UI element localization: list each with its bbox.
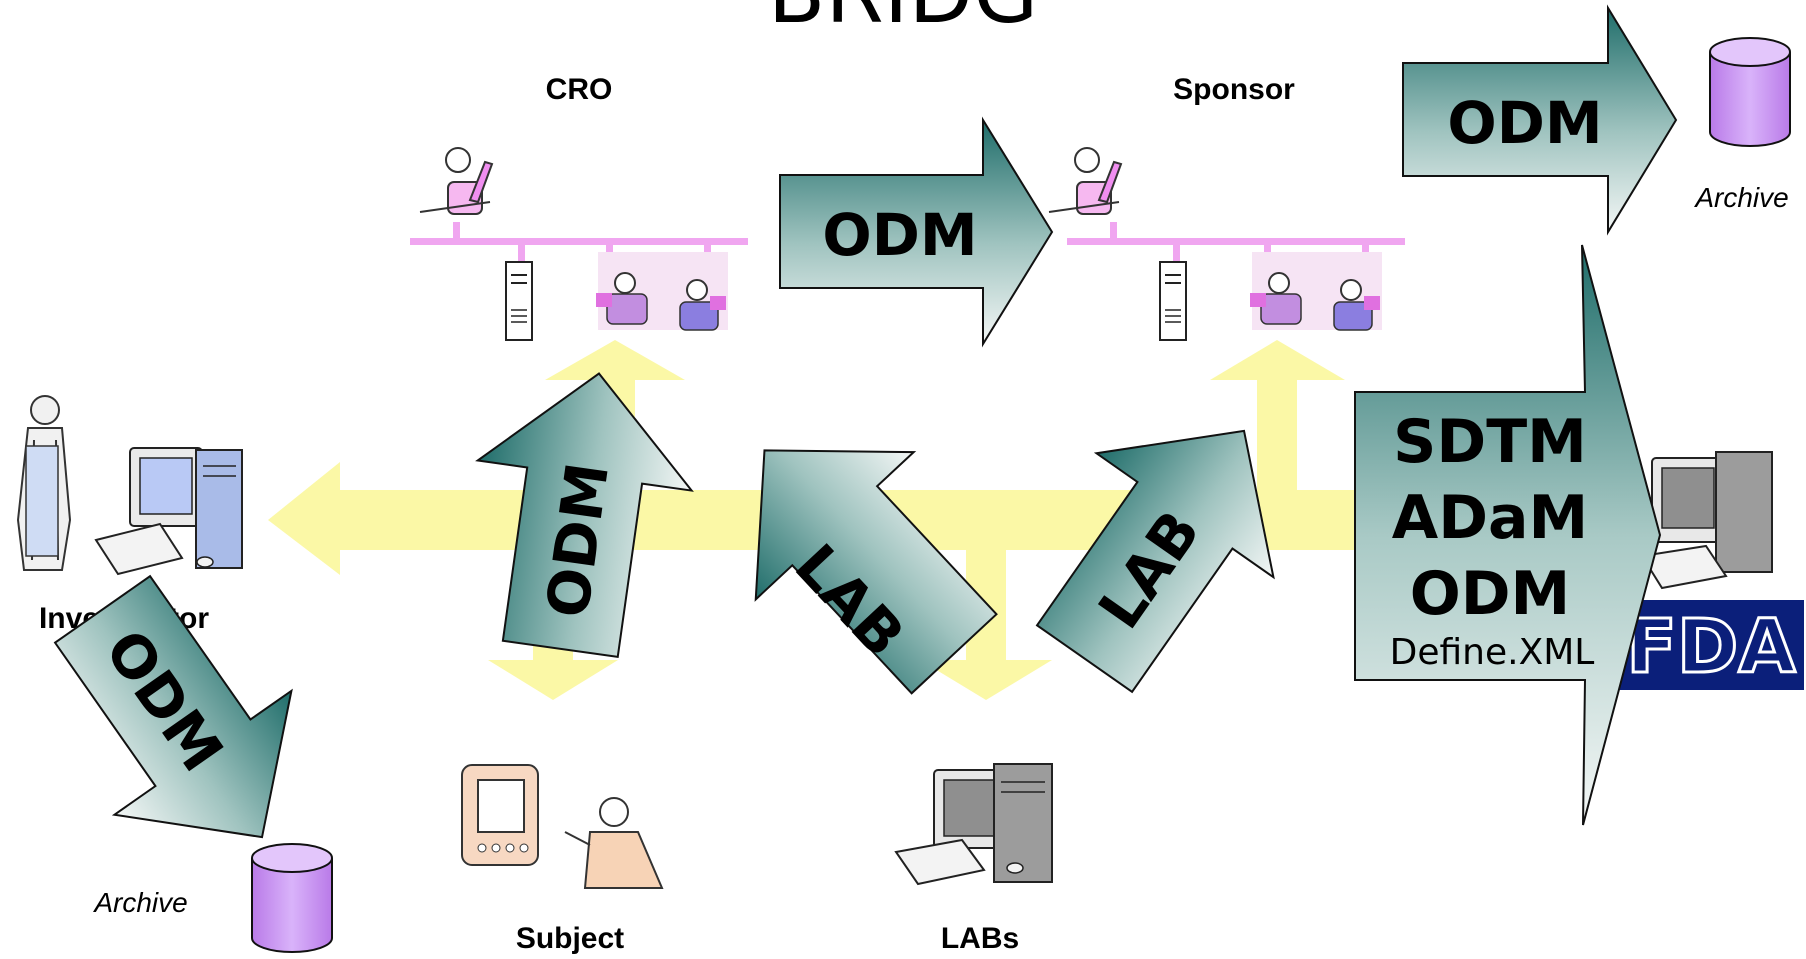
cro-network: CRO bbox=[410, 73, 748, 341]
person-icon bbox=[564, 797, 664, 889]
cro-server-icon bbox=[505, 261, 533, 341]
arrow-cro-to-sponsor: ODM bbox=[779, 116, 1054, 348]
fda-arrow-line-adam: ADaM bbox=[1392, 483, 1588, 553]
fda-logo bbox=[1618, 600, 1804, 690]
fda-arrow-line-define-xml: Define.XML bbox=[1390, 632, 1595, 673]
sponsor-office-staff-icon bbox=[1250, 252, 1382, 331]
sponsor-server-icon bbox=[1159, 261, 1187, 341]
arrow-cro-to-sponsor-label: ODM bbox=[822, 201, 977, 269]
sponsor-label: Sponsor bbox=[1173, 73, 1295, 106]
arrow-subject-to-cro: ODM bbox=[475, 372, 694, 659]
database-icon bbox=[251, 843, 333, 953]
fda-arrow-line-sdtm: SDTM bbox=[1393, 407, 1587, 477]
subject-label: Subject bbox=[516, 922, 624, 955]
diagram-title: BRIDG bbox=[768, 0, 1039, 42]
subject-group: Subject bbox=[461, 764, 664, 955]
fda-logo-text: FDA bbox=[1626, 604, 1795, 690]
cro-network-bus bbox=[410, 238, 748, 245]
labs-computer-icon bbox=[894, 763, 1053, 886]
arrow-sponsor-to-archive-label: ODM bbox=[1447, 89, 1602, 157]
archive-top-right: Archive bbox=[1693, 37, 1791, 213]
investigator-group: Investigator bbox=[16, 395, 243, 635]
cro-label: CRO bbox=[546, 73, 613, 106]
labs-label: LABs bbox=[941, 922, 1019, 955]
archive-bottom-left: Archive bbox=[92, 843, 333, 953]
fda-arrow-line-odm: ODM bbox=[1410, 559, 1571, 629]
archive-top-right-label: Archive bbox=[1693, 182, 1788, 213]
sponsor-network: Sponsor bbox=[1048, 73, 1405, 341]
arrow-sponsor-to-archive: ODM bbox=[1402, 4, 1678, 236]
doctor-icon bbox=[16, 395, 72, 571]
database-icon bbox=[1709, 37, 1791, 147]
cro-user-icon bbox=[419, 147, 494, 215]
archive-bottom-left-label: Archive bbox=[92, 887, 187, 918]
sponsor-user-icon bbox=[1048, 147, 1123, 215]
cro-office-staff-icon bbox=[596, 252, 728, 331]
investigator-computer-icon bbox=[94, 447, 243, 576]
arrow-sponsor-to-fda: SDTM ADaM ODM Define.XML bbox=[1354, 244, 1662, 826]
handheld-device-icon bbox=[461, 764, 539, 866]
fda-group: FDA bbox=[1618, 451, 1804, 692]
fda-computer-icon bbox=[1640, 451, 1773, 590]
sponsor-network-bus bbox=[1067, 238, 1405, 245]
labs-group: LABs bbox=[894, 763, 1053, 955]
